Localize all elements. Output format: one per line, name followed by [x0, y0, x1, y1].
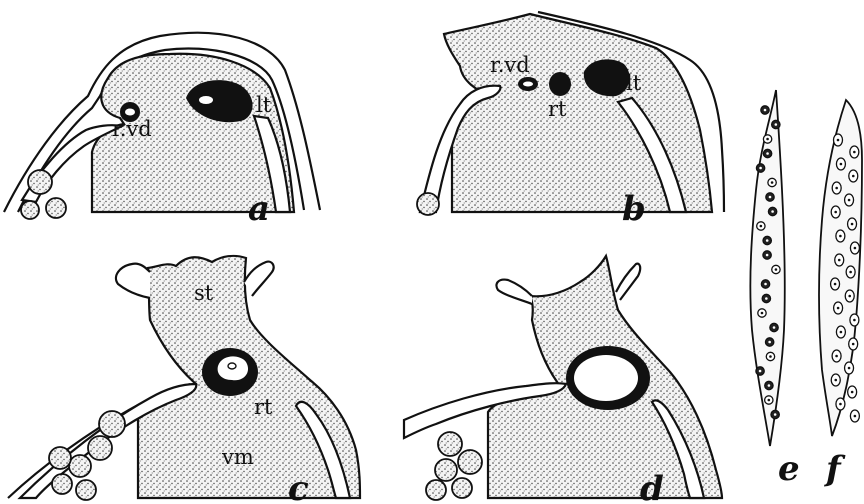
stomodeum-lip-left: [496, 280, 532, 304]
cell-nucleolus: [854, 247, 857, 250]
yolk-cell: [99, 411, 125, 437]
cell-nucleolus: [835, 187, 838, 190]
yolk-cell: [426, 480, 446, 500]
label-rvd: r.vd: [112, 117, 152, 141]
cell-nucleolus: [840, 331, 843, 334]
cell-nucleolus: [839, 403, 842, 406]
panel-e: e: [750, 90, 799, 489]
yolk-cell: [46, 198, 66, 218]
cell-nucleolus: [775, 268, 778, 271]
yolk-cell: [69, 455, 91, 477]
yolk-cell: [458, 450, 482, 474]
cell-nucleolus: [852, 343, 855, 346]
label-rt: rt: [548, 97, 567, 121]
cell-nucleolus: [837, 307, 840, 310]
yolk-cell: [452, 478, 472, 498]
label-lt: lt: [626, 71, 642, 95]
cell-nucleolus: [840, 163, 843, 166]
cell-nucleolus: [769, 196, 772, 199]
cell-nucleolus: [766, 152, 769, 155]
cell-nucleolus: [853, 151, 856, 154]
yolk-cell: [417, 193, 439, 215]
cell-nucleolus: [852, 175, 855, 178]
cell-nucleolus: [765, 297, 768, 300]
rt-structure: [566, 346, 650, 410]
yolk-cell: [28, 170, 52, 194]
yolk-cell: [52, 474, 72, 494]
cell-nucleolus: [835, 355, 838, 358]
rt-structure: [202, 348, 258, 396]
cell-nucleolus: [761, 312, 764, 315]
cell-nucleolus: [834, 211, 837, 214]
yolk-cell: [76, 480, 96, 500]
label-lt: lt: [256, 93, 272, 117]
cell-nucleolus: [838, 259, 841, 262]
panel-a: r.vd lt a: [4, 33, 320, 229]
cell-nucleolus: [764, 109, 767, 112]
cell-nucleolus: [760, 225, 763, 228]
panel-letter-a: a: [248, 189, 270, 229]
cell-nucleolus: [766, 138, 769, 141]
panel-b: r.vd rt lt b: [417, 12, 724, 229]
panel-letter-c: c: [288, 469, 309, 504]
rt-structure: [549, 72, 571, 96]
panel-letter-f: f: [824, 449, 846, 489]
cell-nucleolus: [766, 254, 769, 257]
cell-nucleolus: [769, 355, 772, 358]
label-vm: vm: [221, 445, 254, 469]
yolk-cell: [438, 432, 462, 456]
cell-nucleolus: [771, 181, 774, 184]
label-rt: rt: [254, 395, 273, 419]
cell-nucleolus: [759, 167, 762, 170]
cell-nucleolus: [764, 283, 767, 286]
cell-nucleolus: [773, 326, 776, 329]
cell-nucleolus: [849, 271, 852, 274]
panel-c: st rt vm c: [8, 256, 360, 504]
cell-nucleolus: [851, 223, 854, 226]
cell-nucleolus: [834, 283, 837, 286]
stomodeum-lip-right: [616, 264, 640, 300]
panel-letter-b: b: [622, 189, 646, 229]
cell-nucleolus: [768, 384, 771, 387]
panel-f: f: [819, 100, 862, 489]
cell-nucleolus: [848, 295, 851, 298]
yolk-cell: [49, 447, 71, 469]
cell-nucleolus: [848, 367, 851, 370]
cell-nucleolus: [848, 199, 851, 202]
cell-nucleolus: [766, 239, 769, 242]
yolk-cell: [21, 201, 39, 219]
cell-nucleolus: [775, 123, 778, 126]
cell-nucleolus: [768, 341, 771, 344]
cell-nucleolus: [854, 415, 857, 418]
cell-nucleolus: [837, 139, 840, 142]
label-st: st: [194, 281, 214, 305]
cell-nucleolus: [771, 210, 774, 213]
cell-nucleolus: [759, 370, 762, 373]
rvd-duct: [518, 77, 538, 91]
stomodeum-lip-right: [244, 262, 274, 296]
cell-nucleolus: [834, 379, 837, 382]
cell-nucleolus: [774, 413, 777, 416]
panel-d: d: [404, 256, 722, 504]
cell-nucleolus: [768, 399, 771, 402]
cell-nucleolus: [839, 235, 842, 238]
yolk-cell: [435, 459, 457, 481]
panel-letter-e: e: [778, 449, 800, 489]
yolk-cell: [88, 436, 112, 460]
panel-letter-d: d: [640, 469, 664, 504]
cell-nucleolus: [853, 319, 856, 322]
stomodeum-lip-left: [116, 264, 150, 298]
label-rvd: r.vd: [490, 53, 530, 77]
cell-nucleolus: [851, 391, 854, 394]
